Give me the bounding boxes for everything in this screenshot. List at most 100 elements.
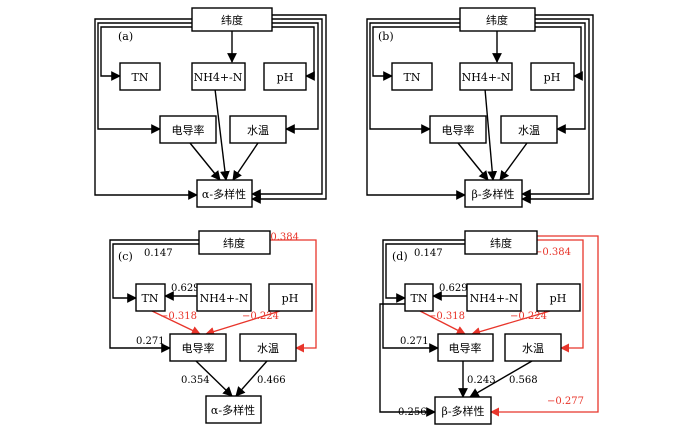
edge-lat-div-right (251, 18, 323, 199)
node-tn: TN (391, 62, 433, 91)
edge-lat-temp (272, 22, 319, 134)
node-nh4: NH4+-N (196, 283, 252, 312)
edge-temp-div (469, 360, 533, 398)
coef-temp-div: 0.568 (509, 375, 538, 386)
edge-lat-temp (535, 22, 586, 134)
svg-text:电导率: 电导率 (449, 341, 482, 355)
edge-ph-cond (205, 310, 281, 336)
edge-lat-tn (372, 26, 460, 81)
svg-text:纬度: 纬度 (486, 13, 508, 27)
svg-text:pH: pH (282, 292, 299, 305)
svg-text:TN: TN (404, 71, 421, 84)
svg-text:TN: TN (132, 71, 149, 84)
svg-text:β-多样性: β-多样性 (471, 187, 514, 201)
node-conductivity: 电导率 (169, 333, 227, 362)
svg-text:水温: 水温 (257, 342, 279, 355)
node-water-temp: 水温 (229, 115, 287, 144)
coef-tn-cond: −0.318 (428, 311, 465, 322)
edge-lat-div-right2 (521, 14, 594, 204)
node-water-temp: 水温 (504, 333, 562, 362)
coef-lat-div-neg: −0.277 (547, 396, 584, 407)
edge-lat-div (379, 303, 436, 417)
edge-temp-div (235, 360, 268, 397)
coef-cond-div: 0.243 (467, 375, 496, 386)
svg-text:α-多样性: α-多样性 (202, 187, 246, 201)
coef-lat-cond: 0.271 (136, 336, 165, 347)
coef-lat-temp: −0.384 (534, 247, 571, 258)
node-tn: TN (119, 62, 161, 91)
svg-text:水温: 水温 (522, 342, 544, 355)
panel-b: (b) 纬度 TN NH4+-N pH (366, 7, 594, 208)
edge-lat-div-right2 (251, 14, 327, 204)
node-conductivity: 电导率 (437, 333, 494, 362)
node-nh4: NH4+-N (459, 62, 513, 91)
panel-c-edges (109, 239, 317, 397)
node-ph: pH (530, 62, 575, 91)
edge-lat-cond (109, 239, 199, 353)
node-latitude: 纬度 (464, 230, 538, 255)
svg-text:水温: 水温 (518, 124, 540, 137)
edge-cond-div (195, 360, 233, 397)
node-ph: pH (263, 62, 307, 91)
edge-temp-div (232, 142, 259, 181)
edge-lat-cond (97, 22, 192, 134)
svg-text:NH4+-N: NH4+-N (194, 71, 243, 84)
svg-text:NH4+-N: NH4+-N (470, 292, 519, 305)
svg-text:电导率: 电导率 (442, 123, 475, 137)
svg-text:pH: pH (544, 71, 561, 84)
edge-lat-cond (369, 22, 460, 134)
edge-ph-cond (471, 310, 551, 337)
coef-ph-cond: −0.224 (510, 311, 547, 322)
panel-label: (c) (118, 250, 133, 263)
edge-lat-ph (272, 26, 315, 81)
panel-c: (c) 0.147 −0.384 0.629 −0.318 −0.224 0.2… (109, 230, 317, 424)
coef-lat-tn: 0.147 (144, 248, 173, 259)
svg-text:电导率: 电导率 (182, 341, 215, 355)
svg-text:水温: 水温 (247, 124, 269, 137)
panel-d-coefficients: 0.147 −0.384 0.629 −0.318 −0.224 0.271 0… (398, 247, 584, 418)
panel-b-edges (366, 14, 594, 204)
coef-temp-div: 0.466 (257, 375, 286, 386)
panel-c-coefficients: 0.147 −0.384 0.629 −0.318 −0.224 0.271 0… (136, 232, 299, 386)
svg-text:NH4+-N: NH4+-N (200, 292, 249, 305)
coef-lat-tn: 0.147 (414, 248, 443, 259)
coef-cond-div: 0.354 (181, 375, 210, 386)
edge-lat-div-left (366, 18, 466, 200)
node-diversity: α-多样性 (205, 395, 262, 424)
edge-lat-temp (537, 239, 584, 353)
node-latitude: 纬度 (459, 7, 536, 32)
edge-tn-cond (151, 310, 201, 335)
panel-label: (d) (392, 250, 408, 263)
svg-text:β-多样性: β-多样性 (441, 404, 484, 418)
panel-d-edges (379, 235, 599, 417)
panel-a-edges (94, 14, 327, 204)
edge-lat-div-neg (490, 235, 599, 417)
edge-nh4-div (484, 88, 498, 181)
svg-text:TN: TN (411, 292, 428, 305)
edge-cond-div (189, 142, 221, 181)
node-diversity: α-多样性 (196, 179, 253, 208)
node-water-temp: 水温 (500, 115, 558, 144)
node-latitude: 纬度 (191, 7, 273, 32)
node-ph: pH (536, 283, 581, 312)
svg-text:纬度: 纬度 (490, 236, 512, 250)
node-tn: TN (404, 283, 434, 312)
svg-text:pH: pH (550, 292, 567, 305)
edge-lat-tn (112, 243, 199, 303)
svg-text:α-多样性: α-多样性 (211, 403, 255, 417)
edge-nh4-div (214, 88, 230, 181)
coef-tn-cond: −0.318 (160, 311, 197, 322)
coef-lat-div: 0.256 (398, 407, 427, 418)
svg-text:纬度: 纬度 (223, 236, 245, 250)
node-nh4: NH4+-N (466, 283, 522, 312)
svg-text:纬度: 纬度 (221, 13, 243, 27)
node-nh4: NH4+-N (191, 62, 246, 91)
svg-text:NH4+-N: NH4+-N (462, 71, 511, 84)
edge-lat-tn (385, 243, 465, 303)
coef-lat-temp: −0.384 (262, 232, 299, 243)
edge-lat-temp (270, 239, 317, 353)
panel-label: (a) (118, 30, 133, 43)
panel-a: (a) 纬度 TN NH4+-N pH (94, 7, 327, 208)
